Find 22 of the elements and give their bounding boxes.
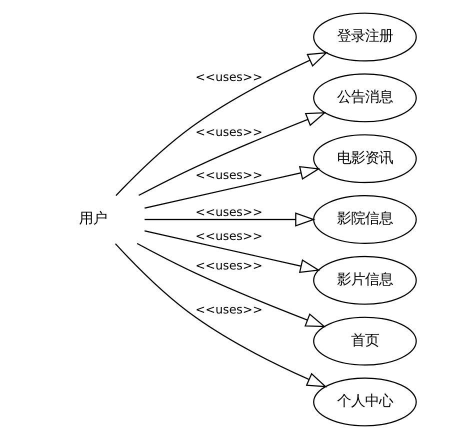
- edge-label: <<uses>>: [195, 204, 263, 219]
- edge-label: <<uses>>: [195, 302, 263, 317]
- edge-label: <<uses>>: [195, 258, 263, 273]
- node-ellipse: 登录注册: [313, 12, 417, 62]
- node-ellipse: 首页: [313, 316, 417, 366]
- node-ellipse: 公告消息: [313, 73, 417, 122]
- edge-label: <<uses>>: [195, 70, 263, 84]
- node-ellipse: 影片信息: [313, 256, 417, 305]
- edge-label: <<uses>>: [195, 228, 263, 243]
- node-ellipse: 电影资讯: [313, 134, 417, 184]
- arrow: [144, 212, 316, 227]
- arrow: [115, 243, 328, 388]
- arrow: [144, 166, 320, 209]
- arrow: [138, 112, 326, 196]
- arrow: [144, 230, 320, 273]
- node-text: 用户: [79, 211, 108, 228]
- arrow: [116, 52, 328, 196]
- edge-label: <<uses>>: [195, 168, 263, 182]
- node-ellipse: 个人中心: [313, 378, 417, 426]
- node-ellipse: 影院信息: [313, 195, 417, 244]
- arrow: [136, 242, 326, 328]
- edge-label: <<uses>>: [195, 125, 263, 140]
